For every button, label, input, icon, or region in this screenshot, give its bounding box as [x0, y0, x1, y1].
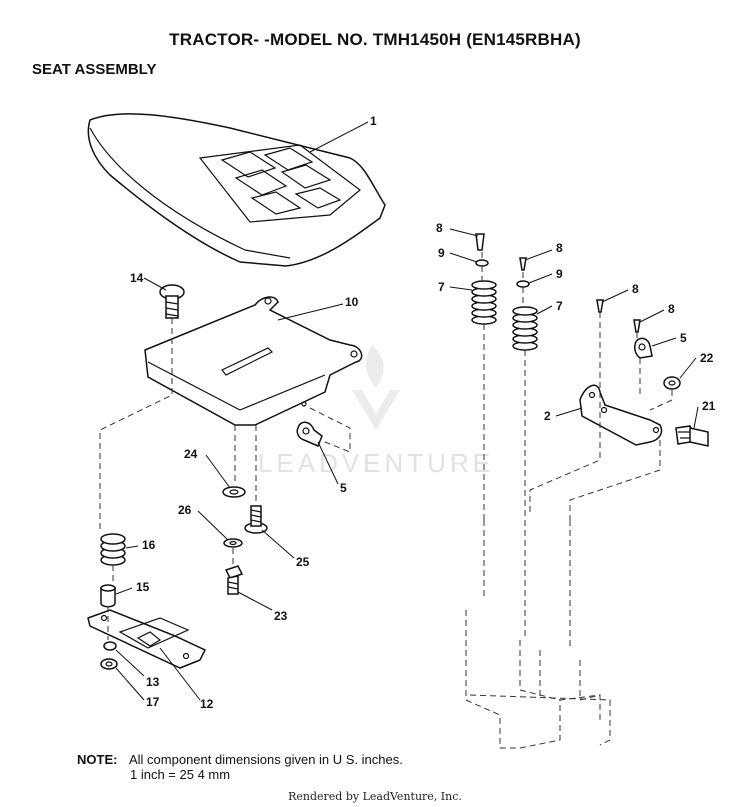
hex-bolt-23-part: [224, 565, 244, 595]
callout-bushing: 15: [136, 580, 150, 594]
footer-credit: Rendered by LeadVenture, Inc.: [288, 790, 462, 803]
rod-c-part: [596, 299, 604, 313]
washer-left-part: [475, 259, 489, 267]
washer-24-part: [222, 486, 246, 498]
callout-spring-left: 7: [438, 280, 445, 294]
carriage-bolt-part: [159, 284, 185, 319]
shoulder-bolt-part: [675, 425, 709, 447]
callout-washer-right: 9: [556, 267, 563, 281]
rod-b-part: [519, 257, 527, 271]
callout-rod-a: 8: [436, 221, 443, 235]
dimension-note: NOTE: All component dimensions given in U…: [77, 752, 403, 782]
callout-hex-bolt-23: 23: [274, 609, 288, 623]
tractor-frame-outline: [465, 520, 611, 749]
watermark-text: LEADVENTURE: [258, 448, 494, 478]
callout-bolt-25: 25: [296, 555, 310, 569]
callout-pan-bracket: 2: [544, 409, 551, 423]
callout-nut-small: 13: [146, 675, 160, 689]
callout-rod-clip-left: 5: [340, 481, 347, 495]
callout-seat-pan: 10: [345, 295, 359, 309]
flange-nut-part: [663, 376, 681, 390]
callout-washer-24: 24: [184, 447, 198, 461]
seat-spring-part: [100, 533, 126, 566]
callout-rod-b: 8: [556, 241, 563, 255]
section-title: SEAT ASSEMBLY: [32, 61, 157, 78]
callout-shoulder-bolt: 21: [702, 399, 716, 413]
callout-washer-left: 9: [438, 246, 445, 260]
small-nut-part: [103, 641, 117, 651]
callout-seat: 1: [370, 114, 377, 128]
note-line-1: All component dimensions given in U S. i…: [129, 752, 403, 767]
seat-pan-part: [144, 296, 363, 426]
spring-right-part: [512, 306, 538, 351]
pan-bracket-part: [579, 384, 663, 446]
leadventure-watermark: LEADVENTURE: [258, 345, 494, 478]
note-line-2: 1 inch = 25 4 mm: [130, 767, 231, 782]
page-title: TRACTOR- -MODEL NO. TMH1450H (EN145RBHA): [169, 30, 581, 49]
callout-rod-c: 8: [632, 282, 639, 296]
callout-rod-clip-right: 5: [680, 331, 687, 345]
slide-plate-part: [87, 609, 207, 669]
note-label: NOTE:: [77, 752, 118, 767]
rod-d-part: [633, 319, 641, 333]
callout-rod-d: 8: [668, 302, 675, 316]
callout-washer-26: 26: [178, 503, 192, 517]
washer-26-part: [223, 538, 243, 548]
callout-slide-plate: 12: [200, 697, 214, 711]
callout-flange-nut: 22: [700, 351, 714, 365]
callout-carriage-bolt: 14: [130, 271, 144, 285]
lock-nut-part: [100, 658, 118, 670]
washer-right-part: [516, 280, 530, 288]
bolt-25-part: [244, 505, 268, 534]
callout-spring-right: 7: [556, 299, 563, 313]
bushing-part: [100, 584, 116, 608]
spring-left-part: [471, 280, 497, 325]
callout-lock-nut: 17: [146, 695, 160, 709]
rod-a-part: [475, 233, 485, 251]
rod-clip-left-part: [296, 421, 323, 447]
rod-clip-right-part: [634, 337, 653, 359]
callout-seat-spring: 16: [142, 538, 156, 552]
